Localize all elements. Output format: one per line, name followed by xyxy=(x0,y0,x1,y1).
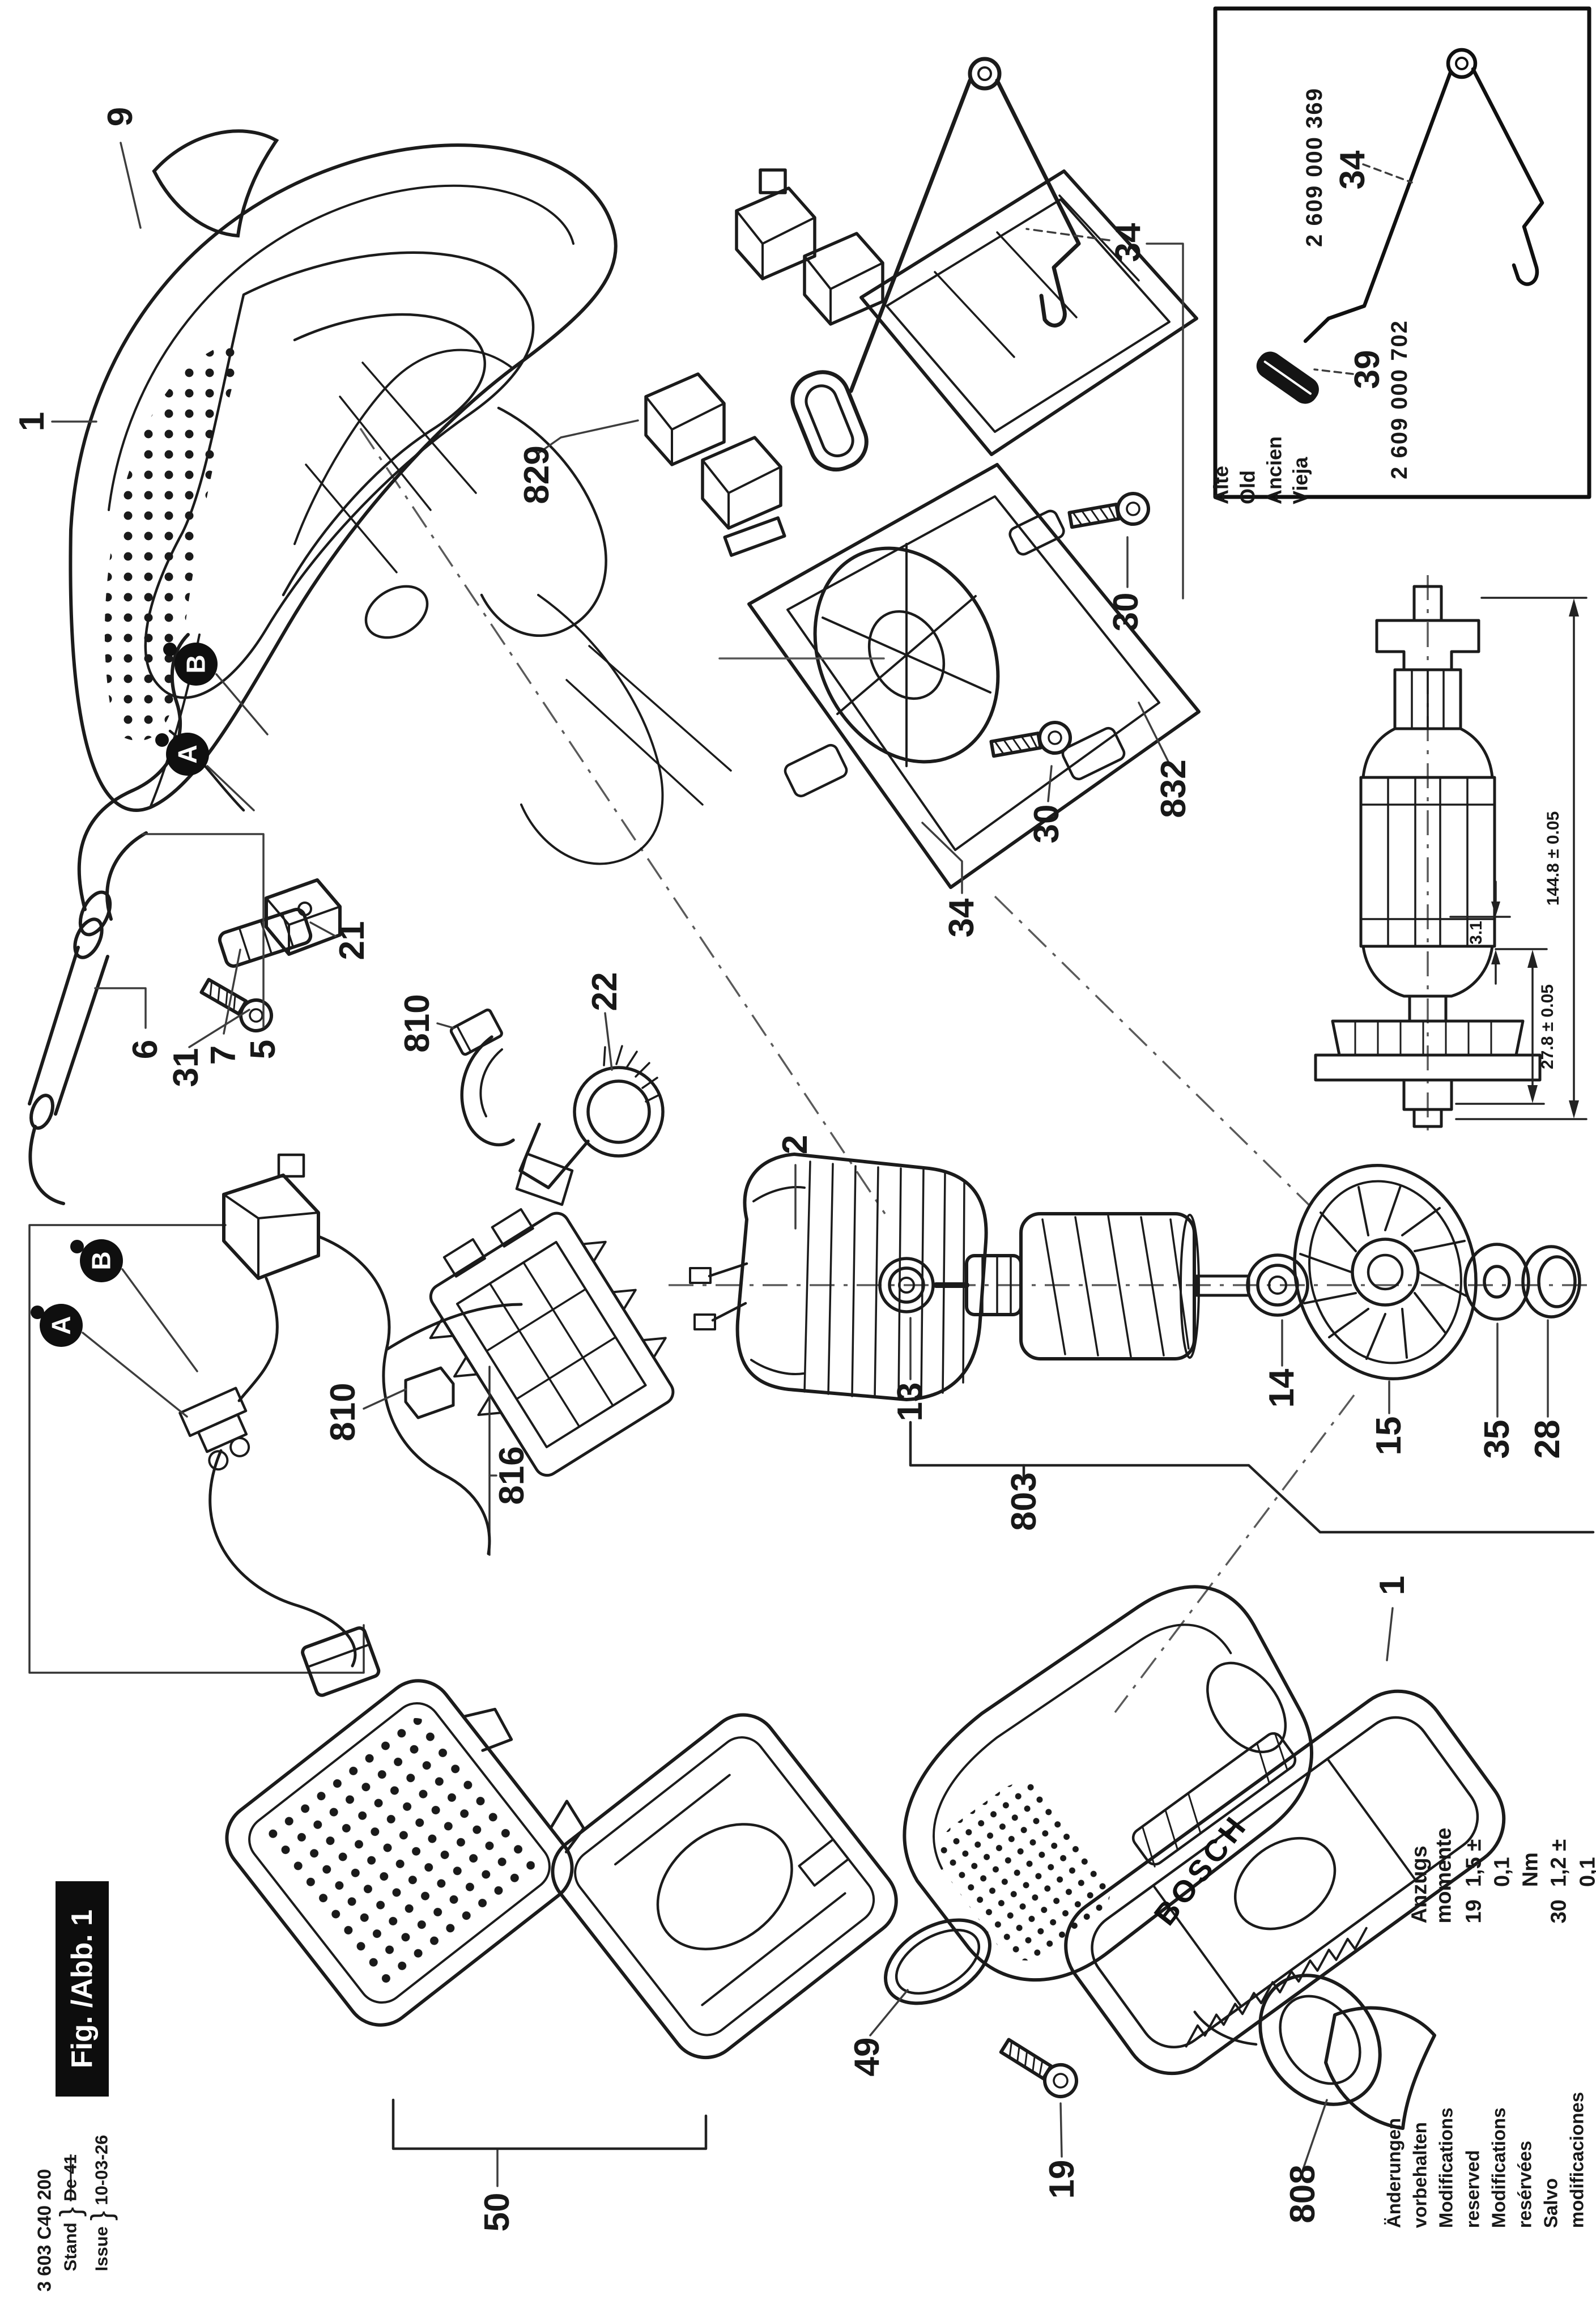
callout-22: 22 xyxy=(585,972,624,1011)
torque-table: Anzugs momente 19 1,5 ± 0,1 Nm 30 1,2 ± … xyxy=(1407,1828,1596,1924)
stand-row: Stand } De 41 xyxy=(54,2135,87,2272)
callout-39-old: 39 xyxy=(1348,350,1387,389)
old-part-number-702: 2 609 000 702 xyxy=(1387,320,1412,479)
callout-35: 35 xyxy=(1478,1419,1517,1459)
age-label-ancien: Ancien xyxy=(1262,436,1286,505)
callout-31: 31 xyxy=(167,1048,206,1087)
callout-9: 9 xyxy=(101,107,140,127)
callout-49: 49 xyxy=(848,2037,887,2077)
callout-34-top: 34 xyxy=(1109,223,1148,262)
brace-glyph: } xyxy=(54,2206,87,2217)
callout-6: 6 xyxy=(126,1039,165,1060)
callout-816: 816 xyxy=(492,1446,531,1505)
top-housing-perforations xyxy=(104,341,245,741)
age-label-alte: Alte xyxy=(1209,466,1233,505)
o-ring-49-art xyxy=(884,1918,991,2005)
callout-832: 832 xyxy=(1154,759,1193,818)
callout-30-a: 30 xyxy=(1106,592,1146,632)
stand-label: Stand xyxy=(60,2222,80,2272)
callout-50: 50 xyxy=(478,2192,517,2232)
sanding-plate-art xyxy=(718,169,1201,889)
callout-15: 15 xyxy=(1369,1416,1408,1456)
age-label-old: Old xyxy=(1236,470,1259,505)
washer-28-art xyxy=(1521,1245,1581,1319)
wire-clamp-34-art xyxy=(790,57,1081,472)
bottom-housing-art xyxy=(903,1585,1506,2130)
callout-2: 2 xyxy=(776,1134,815,1155)
issue-date: 10-03-26 xyxy=(91,2135,112,2205)
issue-row: Issue } 10-03-26 xyxy=(85,2135,118,2272)
callout-5: 5 xyxy=(244,1039,283,1060)
torque-value: 1,2 ± 0,1 Nm xyxy=(1547,1839,1596,1887)
legal-line-de: Änderungen vorbehalten xyxy=(1383,2118,1431,2229)
age-label-vieja: Vieja xyxy=(1288,457,1312,505)
fan-15-art xyxy=(1293,1163,1478,1381)
callout-810-b: 810 xyxy=(324,1383,363,1442)
callout-13: 13 xyxy=(891,1382,930,1422)
torque-table-title: Anzugs momente xyxy=(1407,1827,1456,1924)
callout-7: 7 xyxy=(204,1045,243,1065)
brace-glyph: } xyxy=(85,2210,118,2221)
stand-issue-block: Stand } De 41 Issue } 10-03-26 xyxy=(54,2135,118,2272)
dim-overall-length: 144.8 ± 0.05 xyxy=(1544,811,1563,906)
legal-line-fr: Modifications resérvées xyxy=(1488,2107,1535,2229)
centerlines xyxy=(359,428,1593,1714)
brush-810a-art xyxy=(449,1008,503,1056)
callout-803: 803 xyxy=(1005,1472,1044,1531)
figure-caption-box: Fig. /Abb. 1 xyxy=(56,1881,109,2097)
badge-b-2: B xyxy=(80,1239,123,1282)
torque-value: 1,5 ± 0,1 Nm xyxy=(1462,1839,1543,1887)
badge-anchor-dots xyxy=(31,643,177,1319)
callout-19: 19 xyxy=(1042,2159,1082,2199)
cable-assembly-art xyxy=(28,633,342,1205)
old-parts-box-art xyxy=(1213,6,1591,499)
legal-line-es: Salvo modificaciones xyxy=(1540,2091,1588,2229)
callout-810-a: 810 xyxy=(398,994,437,1053)
callout-30-b: 30 xyxy=(1027,804,1066,844)
flap-9-art xyxy=(152,129,279,238)
connector-829-art xyxy=(644,168,884,557)
type-number: 3 603 C40 200 xyxy=(33,2169,55,2292)
field-coil-2-art xyxy=(689,1153,988,1401)
dust-cover-b-art xyxy=(551,1713,898,2060)
brush-holder-art xyxy=(429,1208,675,1477)
callout-21: 21 xyxy=(333,921,372,960)
chassis-frame-art xyxy=(144,251,732,865)
callout-829: 829 xyxy=(517,445,556,504)
badge-a-2: A xyxy=(40,1304,83,1347)
torque-row: 19 1,5 ± 0,1 Nm xyxy=(1459,1828,1544,1924)
badge-b-1: B xyxy=(175,643,218,686)
bearing-14-art xyxy=(1246,1253,1309,1317)
torque-ref: 30 xyxy=(1547,1899,1571,1924)
callout-34-plate: 34 xyxy=(942,898,981,938)
old-part-number-369: 2 609 000 369 xyxy=(1302,87,1327,247)
group-brackets xyxy=(391,1421,1595,2150)
armature-803-art xyxy=(933,1212,1250,1360)
badge-a-1: A xyxy=(166,733,209,776)
callout-28: 28 xyxy=(1528,1419,1567,1459)
callout-1-bottom: 1 xyxy=(1373,1575,1412,1596)
figure-caption: Fig. /Abb. 1 xyxy=(66,1909,99,2069)
callout-34-old: 34 xyxy=(1333,150,1372,190)
torque-row: 30 1,2 ± 0,1 Nm xyxy=(1545,1828,1596,1924)
top-housing-art xyxy=(69,143,618,812)
torque-ref: 19 xyxy=(1462,1899,1486,1924)
superseded-date: De 41 xyxy=(60,2154,80,2201)
dust-cover-a-art xyxy=(225,1679,585,2027)
dim-step: 3.1 xyxy=(1467,921,1486,945)
washer-35-art xyxy=(1463,1243,1530,1321)
harness-816-art xyxy=(28,1153,523,1697)
dim-stack-height: 27.8 ± 0.05 xyxy=(1538,984,1557,1069)
armature-dimension-art xyxy=(1314,585,1588,1128)
callout-14: 14 xyxy=(1262,1368,1301,1408)
legal-notice: Änderungen vorbehalten Modifications res… xyxy=(1381,2092,1590,2228)
old-age-labels: Alte Old Ancien Vieja xyxy=(1208,436,1314,504)
leader-lines xyxy=(51,142,1549,2187)
issue-label: Issue xyxy=(91,2226,112,2272)
switch-22-art xyxy=(460,1035,665,1206)
callout-1-top: 1 xyxy=(12,411,52,432)
legal-line-en: Modifications reserved xyxy=(1435,2107,1483,2229)
callout-808: 808 xyxy=(1283,2165,1322,2223)
